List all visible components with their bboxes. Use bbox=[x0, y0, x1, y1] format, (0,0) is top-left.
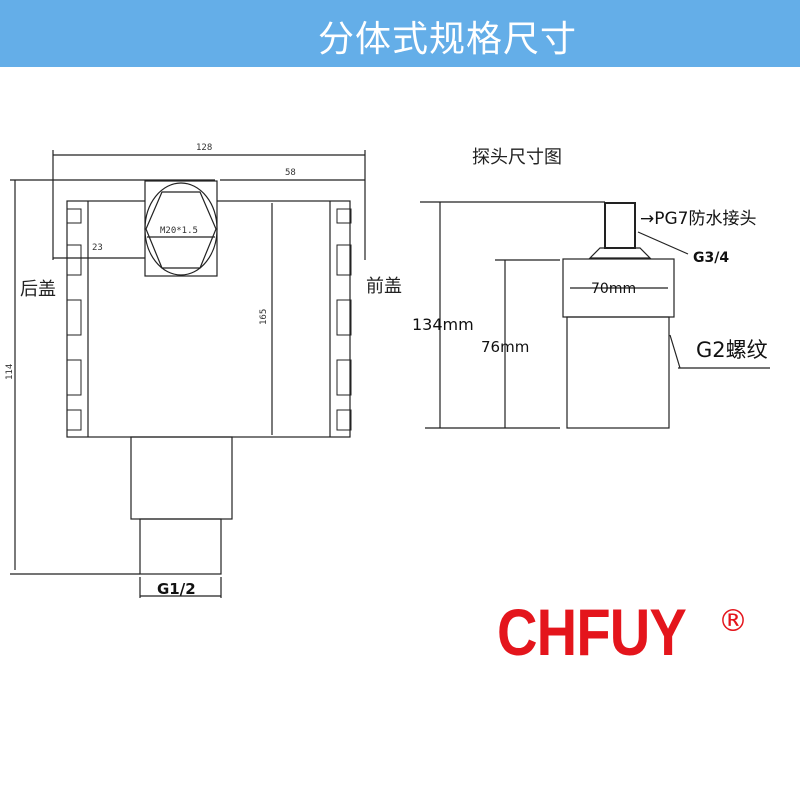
label-thread-body: G2螺纹 bbox=[696, 338, 768, 362]
dim-offset: 58 bbox=[285, 168, 296, 178]
dim-total-height: 114 bbox=[5, 364, 15, 380]
dim-probe-total-height: 134mm bbox=[412, 315, 474, 334]
housing-drawing: 128 58 23 M20*1.5 165 114 后盖 前盖 G1/2 bbox=[5, 143, 402, 598]
registered-mark: ® bbox=[718, 604, 748, 639]
dim-width: 128 bbox=[196, 143, 212, 153]
brand-logo: CHFUY bbox=[497, 595, 687, 669]
dim-inner-height: 165 bbox=[259, 309, 269, 325]
page-title: 分体式规格尺寸 bbox=[318, 19, 578, 60]
dim-probe-body-height: 76mm bbox=[481, 338, 529, 356]
header-banner: 分体式规格尺寸 bbox=[0, 0, 800, 67]
label-thread-top: G3/4 bbox=[693, 250, 729, 266]
label-front-cover: 前盖 bbox=[366, 276, 402, 297]
dim-thread: M20*1.5 bbox=[160, 226, 198, 236]
dim-probe-width: 70mm bbox=[591, 281, 636, 297]
probe-drawing: 探头尺寸图 →PG7防水接头 G3/4 70mm 134mm 76mm G2螺纹 bbox=[412, 147, 770, 429]
probe-title: 探头尺寸图 bbox=[472, 147, 562, 168]
dim-gland-offset: 23 bbox=[92, 243, 103, 253]
label-bottom-thread: G1/2 bbox=[157, 580, 196, 598]
label-connector: →PG7防水接头 bbox=[640, 209, 757, 229]
label-rear-cover: 后盖 bbox=[20, 279, 56, 300]
